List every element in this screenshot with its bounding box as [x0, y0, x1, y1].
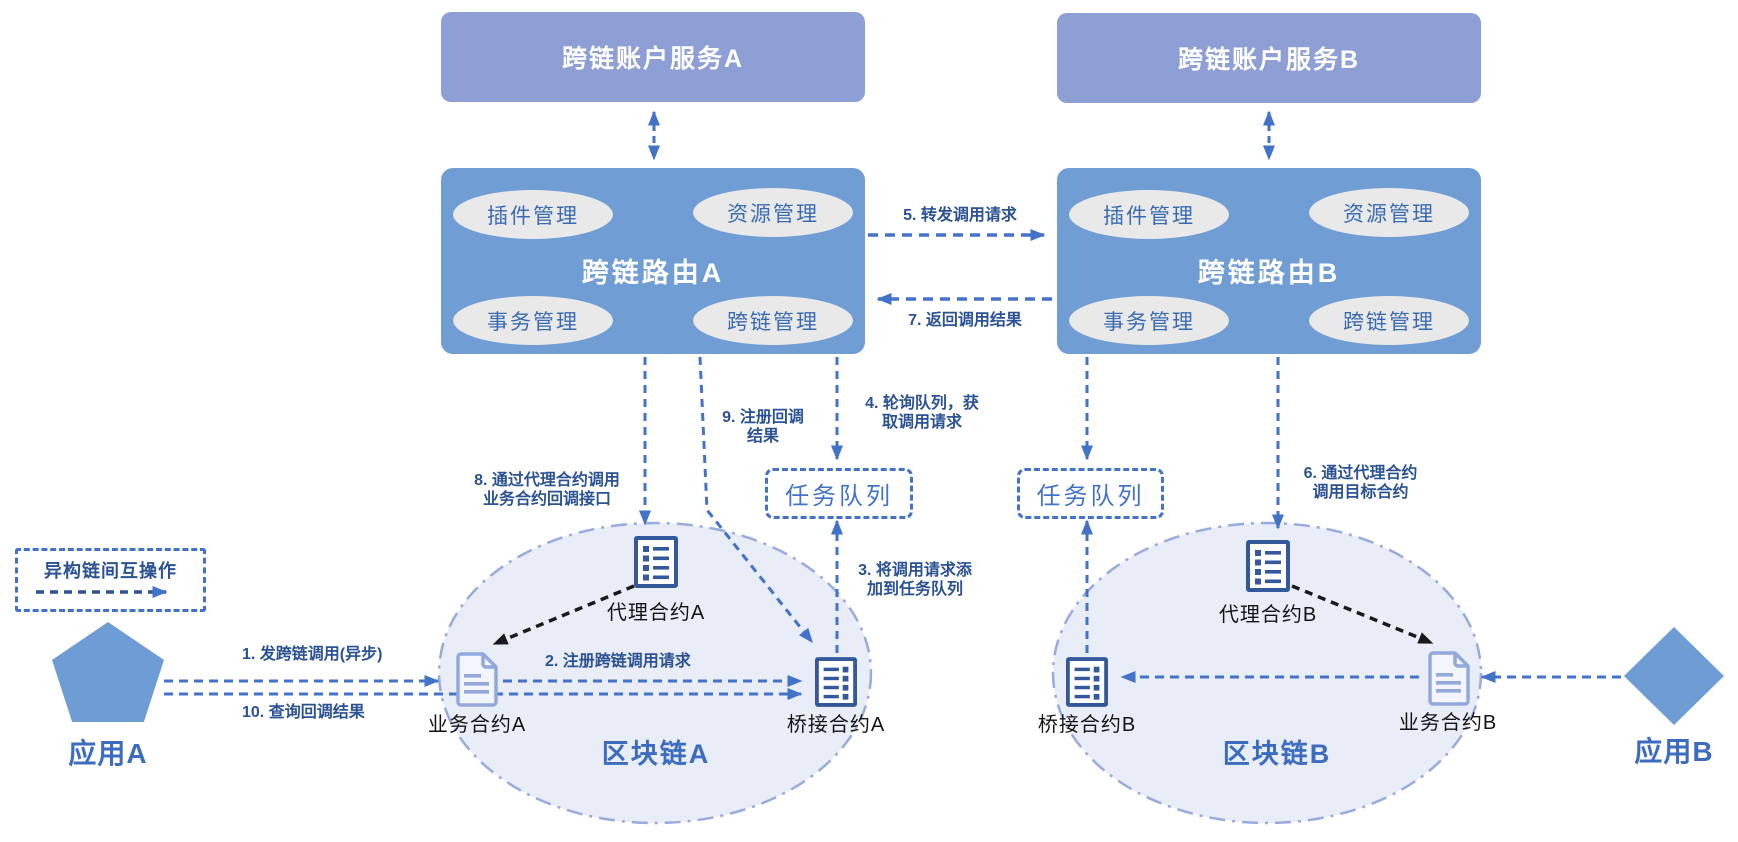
- step-1-label: 1. 发跨链调用(异步): [242, 646, 383, 663]
- task-queue-b: 任务队列: [1017, 468, 1164, 519]
- app-b-label: 应用B: [1634, 736, 1714, 767]
- step-7-label: 7. 返回调用结果: [908, 312, 1022, 329]
- module-label: 跨链管理: [727, 310, 819, 334]
- business-contract-b-label: 业务合约B: [1398, 712, 1498, 734]
- proxy-contract-a-label: 代理合约A: [606, 602, 706, 624]
- bridge-contract-b-icon: [1066, 657, 1108, 707]
- module-label: 资源管理: [1343, 202, 1435, 226]
- module-label: 事务管理: [1103, 310, 1195, 334]
- step-8-label: 8. 通过代理合约调用 业务合约回调接口: [474, 472, 620, 509]
- step-10-label: 10. 查询回调结果: [242, 704, 365, 721]
- blockchain-b-label: 区块链B: [1222, 739, 1332, 769]
- task-queue-a: 任务队列: [765, 468, 913, 519]
- module-chip-resource-b: 资源管理: [1309, 188, 1469, 237]
- router-b-title: 跨链路由B: [1197, 258, 1341, 288]
- arrow-proxy-a-to-business-a: [492, 584, 635, 646]
- module-label: 插件管理: [487, 204, 579, 228]
- bridge-contract-b-label: 桥接合约B: [1037, 714, 1137, 736]
- proxy-contract-b-label: 代理合约B: [1218, 604, 1318, 626]
- module-chip-plugin-a: 插件管理: [453, 190, 613, 239]
- module-label: 资源管理: [727, 202, 819, 226]
- module-chip-resource-a: 资源管理: [693, 188, 853, 237]
- legend-box: 异构链间互操作: [15, 548, 206, 612]
- module-chip-plugin-b: 插件管理: [1069, 190, 1229, 239]
- module-chip-transaction-b: 事务管理: [1069, 296, 1229, 345]
- router-box-a: 插件管理 资源管理 事务管理 跨链管理 跨链路由A: [441, 168, 865, 354]
- step-5-label: 5. 转发调用请求: [903, 207, 1017, 224]
- task-queue-b-label: 任务队列: [1036, 483, 1145, 510]
- proxy-contract-b-icon: [1246, 540, 1290, 592]
- router-a-title: 跨链路由A: [581, 258, 725, 288]
- business-contract-b-icon: [1428, 651, 1470, 706]
- arrow-proxy-b-to-business-b: [1291, 584, 1434, 645]
- step-2-label: 2. 注册跨链调用请求: [545, 653, 691, 670]
- router-box-b: 插件管理 资源管理 事务管理 跨链管理 跨链路由B: [1057, 168, 1481, 354]
- step-6-label: 6. 通过代理合约 调用目标合约: [1303, 465, 1418, 502]
- bridge-contract-a-icon: [815, 657, 857, 707]
- module-chip-crosschain-a: 跨链管理: [693, 296, 853, 345]
- bridge-contract-a-label: 桥接合约A: [786, 714, 886, 736]
- business-contract-a-label: 业务合约A: [427, 714, 527, 736]
- blockchain-a-ellipse: [437, 521, 873, 825]
- module-label: 事务管理: [487, 310, 579, 334]
- step-3-label: 3. 将调用请求添 加到任务队列: [858, 562, 972, 599]
- business-contract-a-icon: [456, 652, 498, 707]
- proxy-contract-a-icon: [634, 536, 678, 588]
- module-label: 插件管理: [1103, 204, 1195, 228]
- service-box-a: 跨链账户服务A: [441, 12, 865, 102]
- app-a-label: 应用A: [68, 738, 148, 769]
- task-queue-a-label: 任务队列: [785, 483, 893, 510]
- step-4-label: 4. 轮询队列，获 取调用请求: [865, 395, 979, 432]
- module-chip-transaction-a: 事务管理: [453, 296, 613, 345]
- legend-label: 异构链间互操作: [44, 561, 177, 581]
- service-box-b: 跨链账户服务B: [1057, 13, 1481, 103]
- service-a-title: 跨链账户服务A: [561, 45, 745, 73]
- step-9-label: 9. 注册回调 结果: [722, 409, 804, 446]
- service-b-title: 跨链账户服务B: [1177, 46, 1361, 74]
- module-label: 跨链管理: [1343, 310, 1435, 334]
- blockchain-a-label: 区块链A: [601, 739, 711, 769]
- module-chip-crosschain-b: 跨链管理: [1309, 296, 1469, 345]
